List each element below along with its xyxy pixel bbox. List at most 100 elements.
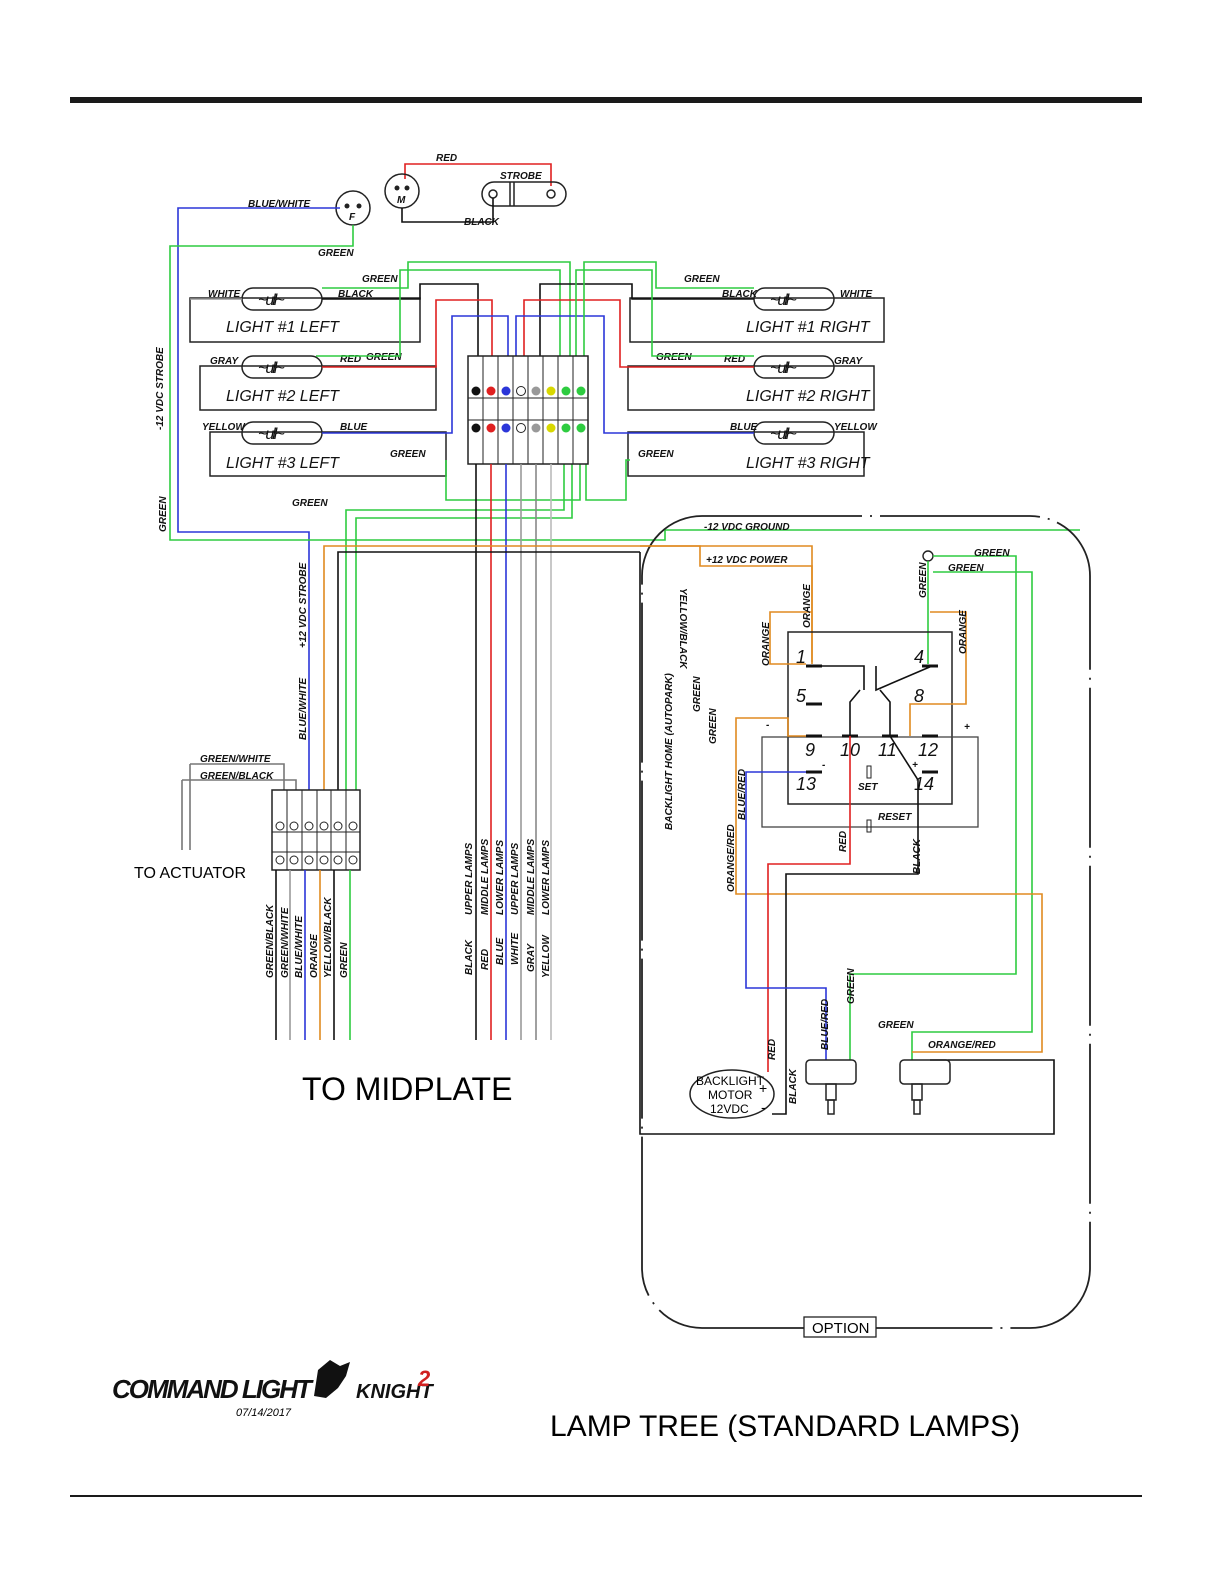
backlight-motor xyxy=(689,1069,775,1119)
orange-r1: ORANGE xyxy=(802,584,813,628)
l1r-white-label: WHITE xyxy=(840,289,873,300)
strobe-green-label: GREEN xyxy=(318,248,354,259)
orange-r3: ORANGE xyxy=(958,610,969,654)
green-white-top-label: GREEN/WHITE xyxy=(200,754,271,765)
light-2-right-label: LIGHT #2 RIGHT xyxy=(746,388,871,405)
red-label-relay: RED xyxy=(838,831,849,852)
lamps-label-6: LOWER LAMPS xyxy=(541,840,552,915)
l2l-green-label: GREEN xyxy=(366,352,402,363)
knight-icon xyxy=(314,1360,350,1398)
pin-14: 14 xyxy=(914,774,934,794)
green-switch-label-2: GREEN xyxy=(878,1020,914,1031)
light-3-left-box xyxy=(209,431,447,477)
lights-right: ~ull~ ~ull~ ~ull~ LIGHT #1 RIGHT LIGHT #… xyxy=(627,274,885,477)
l1r-black-label: BLACK xyxy=(722,289,758,300)
l3l-yellow-label: YELLOW xyxy=(202,422,246,433)
motor-minus: - xyxy=(761,1099,766,1115)
color-label-gray: GRAY xyxy=(526,943,537,972)
blue-red-label-1: BLUE/RED xyxy=(737,769,748,820)
black-label-motor: BLACK xyxy=(788,1068,799,1104)
green-node-label-3: GREEN xyxy=(918,562,929,598)
light-1-left-box xyxy=(189,297,421,343)
light-1-right-box xyxy=(629,297,885,343)
blue-red-label-2: BLUE/RED xyxy=(820,999,831,1050)
svg-text:~ull~: ~ull~ xyxy=(770,292,796,309)
power-label: +12 VDC POWER xyxy=(706,555,788,566)
lamps-label-5: MIDDLE LAMPS xyxy=(526,839,537,915)
footer-rule xyxy=(70,1495,1142,1497)
l2r-gray-label: GRAY xyxy=(834,356,863,367)
strobe-assembly: F M RED STROBE BLACK BLUE/WHITE GREEN xyxy=(248,153,567,259)
pin-4: 4 xyxy=(914,647,924,667)
logo-knight: KNIGHT xyxy=(356,1381,434,1403)
wire-blue-white-strobe xyxy=(177,207,340,790)
l3r-green-label: GREEN xyxy=(638,449,674,460)
label-strobe-neg: -12 VDC STROBE xyxy=(155,347,166,430)
svg-text:~ull~: ~ull~ xyxy=(770,360,796,377)
switch-reset xyxy=(899,1059,951,1085)
color-label-black: BLACK xyxy=(464,939,475,975)
pin-8: 8 xyxy=(914,686,924,706)
green-switch-label: GREEN xyxy=(846,968,857,1004)
midplate-labels: UPPER LAMPS MIDDLE LAMPS LOWER LAMPS UPP… xyxy=(464,839,552,978)
green-black-top-label: GREEN/BLACK xyxy=(200,771,274,782)
svg-text:~ull~: ~ull~ xyxy=(258,426,284,443)
orange-red-label-2: ORANGE/RED xyxy=(928,1040,996,1051)
l1r-green-label: GREEN xyxy=(684,274,720,285)
option-label: OPTION xyxy=(812,1320,870,1337)
to-actuator-label: TO ACTUATOR xyxy=(134,865,246,882)
relay-base xyxy=(761,736,979,828)
strobe-red-label: RED xyxy=(436,153,457,164)
light-2-right-box xyxy=(627,365,875,411)
terminal-block-top xyxy=(467,355,589,465)
black-label-relay: BLACK xyxy=(912,838,923,874)
connector-f-label: F xyxy=(349,212,356,223)
lamps-label-4: UPPER LAMPS xyxy=(510,842,521,915)
pin-5: 5 xyxy=(796,686,807,706)
motor-plus: + xyxy=(759,1080,767,1096)
green-option-2: GREEN xyxy=(708,708,719,744)
ground-node xyxy=(922,550,934,562)
lamps-label-2: MIDDLE LAMPS xyxy=(480,839,491,915)
green-option-1: GREEN xyxy=(692,676,703,712)
switch-set xyxy=(805,1059,857,1085)
svg-text:~ull~: ~ull~ xyxy=(258,292,284,309)
page-title: LAMP TREE (STANDARD LAMPS) xyxy=(550,1410,1020,1443)
l3l-blue-label: BLUE xyxy=(340,422,368,433)
green-node-label-1: GREEN xyxy=(974,548,1010,559)
green-label-mid: GREEN xyxy=(292,498,328,509)
motor-line-1: BACKLIGHT xyxy=(696,1074,765,1088)
l1l-green-label: GREEN xyxy=(362,274,398,285)
label-strobe-pos: +12 VDC STROBE xyxy=(298,562,309,648)
autopark-label: BACKLIGHT HOME (AUTOPARK) xyxy=(664,672,675,830)
ground-label: -12 VDC GROUND xyxy=(704,522,790,533)
lights-left: ~ull~ ~ull~ ~ull~ LIGHT #1 LEFT LIGHT #2… xyxy=(189,274,447,509)
lamp-wires xyxy=(190,261,754,790)
green-node-label-2: GREEN xyxy=(948,563,984,574)
light-2-left-label: LIGHT #2 LEFT xyxy=(226,388,340,405)
red-label-motor: RED xyxy=(767,1039,778,1060)
lamps-label-3: LOWER LAMPS xyxy=(495,840,506,915)
motor-line-3: 12VDC xyxy=(710,1102,749,1116)
light-3-right-label: LIGHT #3 RIGHT xyxy=(746,455,871,472)
l2r-red-label: RED xyxy=(724,354,745,365)
strobe-lamp xyxy=(481,181,567,207)
lamps-label-1: UPPER LAMPS xyxy=(464,842,475,915)
set-label: SET xyxy=(858,782,878,793)
connector-m-label: M xyxy=(397,195,406,206)
l2r-green-label: GREEN xyxy=(656,352,692,363)
option-frame xyxy=(641,515,1091,1329)
relay-minus-1: - xyxy=(766,720,770,731)
strobe-black-label: BLACK xyxy=(464,217,500,228)
l1l-white-label: WHITE xyxy=(208,289,241,300)
pin-1: 1 xyxy=(796,647,806,667)
orange-red-label-1: ORANGE/RED xyxy=(726,824,737,892)
actuator-wiring: GREEN/WHITE GREEN/BLACK +12 VDC STROBE B… xyxy=(181,545,813,1040)
header-rule xyxy=(70,97,1142,103)
to-midplate-label: TO MIDPLATE xyxy=(302,1071,512,1107)
orange-r2: ORANGE xyxy=(761,622,772,666)
wire-green-ground xyxy=(169,225,1080,541)
svg-text:~ull~: ~ull~ xyxy=(770,426,796,443)
option-section: OPTION -12 VDC GROUND +12 VDC POWER YELL… xyxy=(639,515,1091,1338)
